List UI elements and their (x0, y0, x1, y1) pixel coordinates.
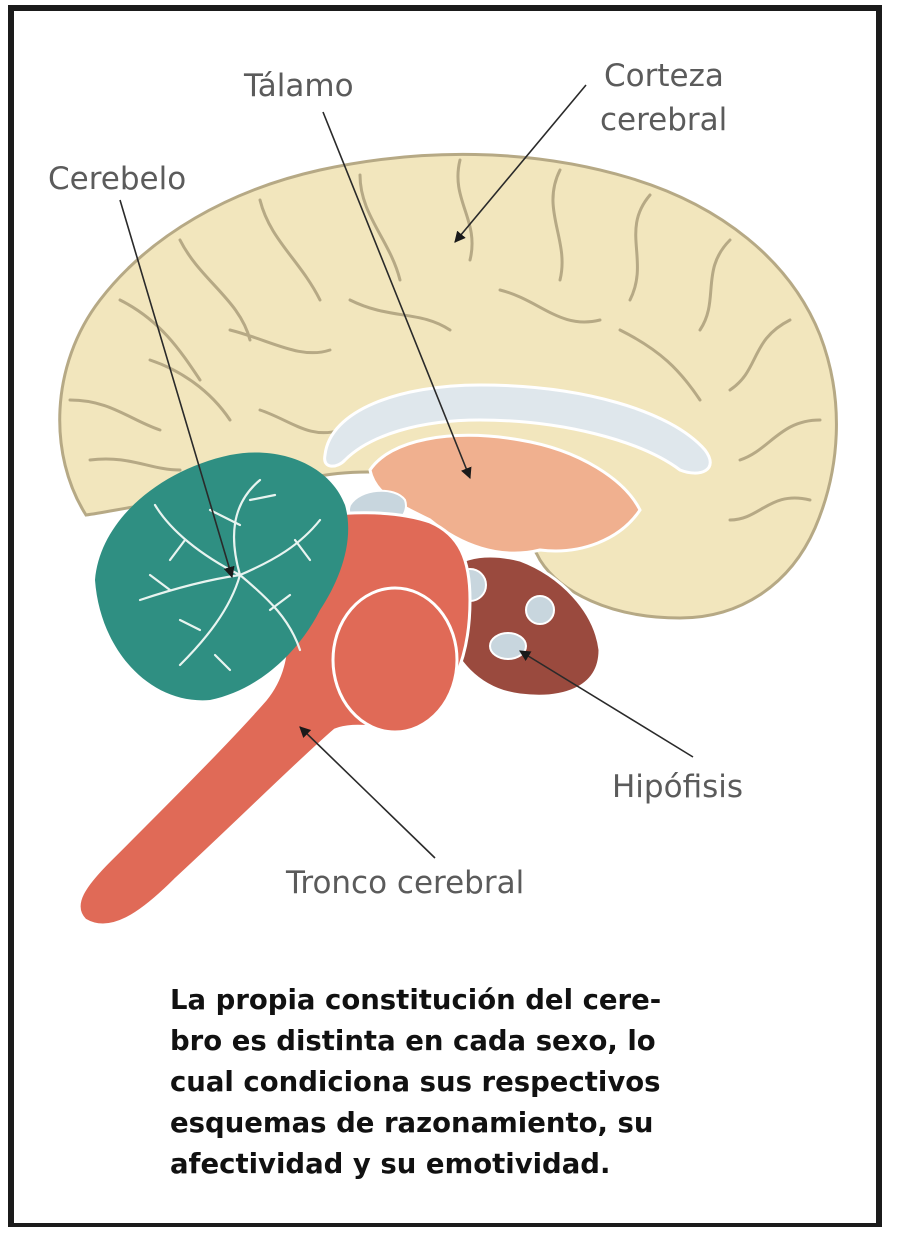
caption-line-2: bro es distinta en cada sexo, lo (170, 1021, 790, 1062)
pons (333, 588, 457, 732)
brain-diagram: Tálamo Corteza cerebral Cerebelo Hipófis… (0, 0, 898, 960)
pituitary-gland (490, 633, 526, 659)
label-hipofisis: Hipófisis (612, 769, 743, 805)
label-corteza-line1: Corteza (604, 58, 724, 94)
caption-line-5: afectividad y su emotividad. (170, 1144, 790, 1185)
hipofisis-leader (520, 651, 693, 757)
label-corteza-line2: cerebral (600, 102, 727, 138)
caption: La propia constitución del cere- bro es … (170, 980, 790, 1185)
caption-line-1: La propia constitución del cere- (170, 980, 790, 1021)
label-tronco-cerebral: Tronco cerebral (285, 865, 524, 901)
label-cerebelo: Cerebelo (48, 161, 186, 197)
caption-line-3: cual condiciona sus respectivos (170, 1062, 790, 1103)
tronco-leader (300, 727, 435, 858)
caption-line-4: esquemas de razonamiento, su (170, 1103, 790, 1144)
label-talamo: Tálamo (243, 68, 354, 104)
